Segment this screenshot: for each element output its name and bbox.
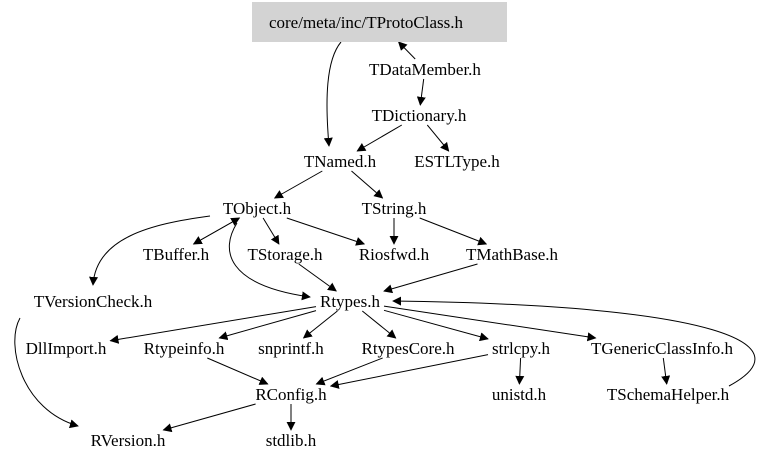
node-tversioncheck[interactable]: TVersionCheck.h (34, 292, 153, 311)
node-label: TGenericClassInfo.h (591, 339, 734, 358)
node-tobject[interactable]: TObject.h (223, 199, 292, 218)
edge-rconfig-to-rversion (162, 403, 256, 433)
node-tmathbase[interactable]: TMathBase.h (466, 245, 559, 264)
edge-tversioncheck-to-rversion (14, 317, 79, 429)
node-label: snprintf.h (258, 339, 324, 358)
edge-rtypeinfo-to-rconfig (207, 357, 269, 385)
node-rconfig[interactable]: RConfig.h (255, 385, 327, 404)
node-tnamed[interactable]: TNamed.h (304, 152, 377, 171)
node-estltype[interactable]: ESTLType.h (414, 152, 500, 171)
node-rtypescore[interactable]: RtypesCore.h (361, 339, 455, 358)
node-label: core/meta/inc/TProtoClass.h (269, 13, 464, 32)
edge-tobject-to-tversioncheck (89, 215, 211, 286)
edge-tdatamember-to-tprotoclass (397, 41, 416, 60)
edge-tbuffer-to-tobject (193, 217, 241, 245)
node-label: RtypesCore.h (361, 339, 455, 358)
node-label: Riosfwd.h (359, 245, 430, 264)
node-tbuffer[interactable]: TBuffer.h (143, 245, 210, 264)
node-tschemahelper[interactable]: TSchemaHelper.h (607, 385, 730, 404)
node-tstring[interactable]: TString.h (362, 199, 427, 218)
node-label: ESTLType.h (414, 152, 500, 171)
edge-strlcpy-to-rconfig (329, 354, 489, 389)
edge-tobject-to-tstorage (262, 217, 280, 245)
edge-tmathbase-to-rtypes (383, 263, 478, 294)
edge-rtypescore-to-rconfig (315, 357, 383, 386)
edge-tobject-to-rtypes (228, 222, 311, 301)
node-label: stdlib.h (266, 431, 317, 450)
node-label: TDataMember.h (369, 60, 481, 79)
node-label: TStorage.h (247, 245, 323, 264)
node-label: strlcpy.h (492, 339, 550, 358)
node-label: TObject.h (223, 199, 292, 218)
node-snprintf[interactable]: snprintf.h (258, 339, 324, 358)
root-node-box (252, 2, 507, 42)
node-label: TMathBase.h (466, 245, 559, 264)
edge-tnamed-to-tobject (273, 170, 323, 199)
node-label: unistd.h (492, 385, 547, 404)
node-label: TSchemaHelper.h (607, 385, 730, 404)
node-dllimport[interactable]: DllImport.h (26, 339, 107, 358)
node-label: TNamed.h (304, 152, 377, 171)
edge-rtypes-to-rtypescore (361, 310, 397, 339)
nodes-layer: core/meta/inc/TProtoClass.hTDataMember.h… (26, 2, 734, 450)
node-label: RVersion.h (91, 431, 166, 450)
edge-tdatamember-to-tdictionary (416, 78, 426, 106)
node-rtypes[interactable]: Rtypes.h (320, 292, 380, 311)
node-label: TVersionCheck.h (34, 292, 153, 311)
edge-tstorage-to-rtypes (298, 263, 337, 292)
edge-tdictionary-to-tnamed (356, 124, 403, 152)
node-label: RConfig.h (255, 385, 327, 404)
edge-strlcpy-to-unistd (515, 357, 525, 385)
node-label: Rtypes.h (320, 292, 380, 311)
edges-layer (14, 41, 756, 433)
edge-tobject-to-riosfwd (286, 217, 366, 246)
node-label: Rtypeinfo.h (144, 339, 225, 358)
node-tprotoclass[interactable]: core/meta/inc/TProtoClass.h (252, 2, 507, 42)
node-rversion[interactable]: RVersion.h (91, 431, 166, 450)
edge-rtypes-to-snprintf (302, 310, 338, 339)
edge-rtypes-to-rtypeinfo (218, 310, 317, 341)
node-label: TBuffer.h (143, 245, 210, 264)
node-tdictionary[interactable]: TDictionary.h (372, 106, 467, 125)
edge-tdictionary-to-estltype (426, 124, 450, 152)
node-tgenericclassinfo[interactable]: TGenericClassInfo.h (591, 339, 734, 358)
edge-rtypes-to-tgenericclassinfo (383, 305, 597, 342)
node-tdatamember[interactable]: TDataMember.h (369, 60, 481, 79)
node-stdlib[interactable]: stdlib.h (266, 431, 317, 450)
node-rtypeinfo[interactable]: Rtypeinfo.h (144, 339, 225, 358)
edge-rtypes-to-dllimport (109, 306, 317, 344)
node-label: TDictionary.h (372, 106, 467, 125)
edge-tnamed-to-tstring (351, 170, 384, 199)
node-label: TString.h (362, 199, 427, 218)
node-riosfwd[interactable]: Riosfwd.h (359, 245, 430, 264)
edge-rtypes-to-strlcpy (383, 309, 489, 342)
node-tstorage[interactable]: TStorage.h (247, 245, 323, 264)
node-unistd[interactable]: unistd.h (492, 385, 547, 404)
edge-tschemahelper-to-rtypes (392, 296, 756, 387)
node-label: DllImport.h (26, 339, 107, 358)
edge-tstring-to-tmathbase (419, 217, 488, 246)
edge-tprotoclass-to-tnamed (323, 41, 342, 147)
edge-tgenericclassinfo-to-tschemahelper (661, 357, 671, 385)
node-strlcpy[interactable]: strlcpy.h (492, 339, 550, 358)
